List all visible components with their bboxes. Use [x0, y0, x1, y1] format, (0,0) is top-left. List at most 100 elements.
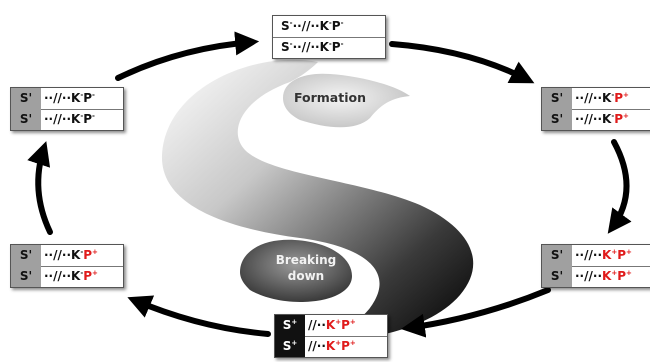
bond-marks: ··//·· — [575, 112, 602, 126]
site-p-letter: P — [83, 269, 93, 283]
site-p-charge: + — [349, 339, 356, 347]
site-rest: ··//··K+P+ — [572, 245, 632, 266]
bond-marks: ··//·· — [292, 19, 320, 33]
arrow-top-to-rightupper — [389, 41, 535, 84]
site-k-letter: K — [71, 112, 81, 126]
site-s-cell: S' — [542, 266, 572, 287]
arrow-rightupper-to-rightlower — [607, 139, 632, 234]
breaking-down-label: Breaking down — [246, 252, 366, 284]
breaking-down-line-2: down — [287, 269, 325, 283]
site-s-letter: S' — [550, 112, 564, 126]
site-p-letter: P — [83, 91, 93, 105]
site-s-cell: S' — [542, 109, 572, 130]
formation-blob — [283, 73, 410, 128]
site-rest: //··K+P+ — [305, 315, 356, 336]
site-p-charge: - — [340, 40, 344, 48]
site-rest: ··//··K-P+ — [572, 88, 629, 109]
site-s-letter: S — [281, 40, 290, 54]
site-k-charge: - — [80, 91, 84, 99]
site-k: K+ — [602, 248, 617, 262]
site-rest: ··//··K-P- — [293, 16, 344, 37]
site-s-charge: - — [289, 19, 293, 27]
bond-marks: ··//·· — [292, 40, 320, 54]
site-p: P+ — [614, 112, 629, 126]
site-k-charge: - — [80, 248, 84, 256]
site-p: P+ — [83, 269, 98, 283]
site-p: P+ — [341, 339, 356, 353]
site-rest: ··//··K-P- — [41, 109, 95, 130]
site-rest: ··//··K +P+ — [572, 266, 632, 287]
site-p: P- — [83, 112, 95, 126]
site-k-letter: K — [602, 269, 612, 283]
site-p-charge: + — [625, 269, 632, 277]
site-k-charge: - — [80, 269, 84, 277]
site-s-letter: S' — [550, 91, 564, 105]
state-box-top: S-··//··K-P-S-··//··K-P- — [272, 15, 386, 59]
state-box-left-upper: S'··//··K-P-S'··//··K-P- — [10, 87, 124, 131]
site-k: K+ — [326, 339, 341, 353]
site-p: P- — [83, 91, 95, 105]
site-p-charge: - — [340, 19, 344, 27]
site-k: K- — [320, 40, 332, 54]
site-s-charge: + — [291, 339, 298, 347]
state-row: S' ··//··K-P+ — [542, 88, 650, 110]
site-k-letter: K — [71, 248, 81, 262]
site-k-charge: + — [335, 318, 342, 326]
site-rest: ··//··K-P+ — [41, 266, 98, 287]
site-p-letter: P — [83, 248, 93, 262]
site-s-letter: S' — [550, 248, 564, 262]
state-row: S' ··//··K+P+ — [542, 245, 650, 267]
site-s-cell: S' — [542, 245, 572, 266]
breaking-down-line-1: Breaking — [275, 253, 337, 267]
arrow-rightlower-to-bottom — [400, 287, 551, 338]
site-p-charge: - — [92, 112, 95, 120]
site-p: P+ — [617, 248, 632, 262]
site-rest: ··//··K-P+ — [572, 109, 629, 130]
state-box-bottom: S+//··K+P+S+//··K+P+ — [274, 314, 388, 358]
site-s-charge: - — [289, 40, 293, 48]
site-p-letter: P — [331, 40, 341, 54]
state-row: S+//··K+P+ — [275, 336, 387, 357]
site-p-letter: P — [614, 112, 624, 126]
site-k: K- — [602, 112, 614, 126]
site-p: P+ — [83, 248, 98, 262]
site-s-cell: S' — [11, 245, 41, 266]
site-k-letter: K — [602, 91, 612, 105]
bond-marks: ··//·· — [575, 269, 602, 283]
state-row: S'··//··K-P+ — [11, 245, 123, 267]
site-p: P+ — [617, 269, 632, 283]
state-row: S' ··//··K-P+ — [11, 266, 123, 287]
site-s-cell: S+ — [275, 315, 305, 336]
site-p-letter: P — [617, 248, 626, 262]
arrow-bottom-to-leftlower — [127, 295, 271, 337]
site-rest: ··//··K-P- — [293, 37, 344, 58]
bond-marks: //·· — [308, 339, 326, 353]
formation-label: Formation — [294, 90, 366, 105]
site-s-cell: S' — [11, 266, 41, 287]
site-s-letter: S' — [550, 269, 564, 283]
bond-marks: ··//·· — [44, 91, 71, 105]
site-k: K- — [320, 19, 332, 33]
site-s-letter: S — [281, 19, 290, 33]
site-rest: ··//··K-P+ — [41, 245, 98, 266]
site-k-letter: K — [602, 112, 612, 126]
site-k-letter: K — [325, 339, 336, 353]
bond-marks: ··//·· — [575, 248, 602, 262]
site-k: K- — [71, 91, 83, 105]
site-k: K- — [71, 112, 83, 126]
site-s-letter: S' — [19, 269, 33, 283]
site-k-charge: - — [328, 19, 332, 27]
state-row: S-··//··K-P- — [273, 37, 385, 58]
bond-marks: ··//·· — [575, 91, 602, 105]
state-row: S'··//··K-P- — [11, 88, 123, 110]
site-k-charge: + — [335, 339, 342, 347]
site-p-letter: P — [83, 112, 93, 126]
site-k-charge: - — [328, 40, 332, 48]
site-p-letter: P — [617, 269, 626, 283]
site-s-cell: S' — [542, 88, 572, 109]
site-s-cell: S' — [11, 109, 41, 130]
site-k: K- — [71, 248, 83, 262]
site-s-letter: S — [282, 339, 292, 353]
site-s-letter: S' — [19, 112, 33, 126]
